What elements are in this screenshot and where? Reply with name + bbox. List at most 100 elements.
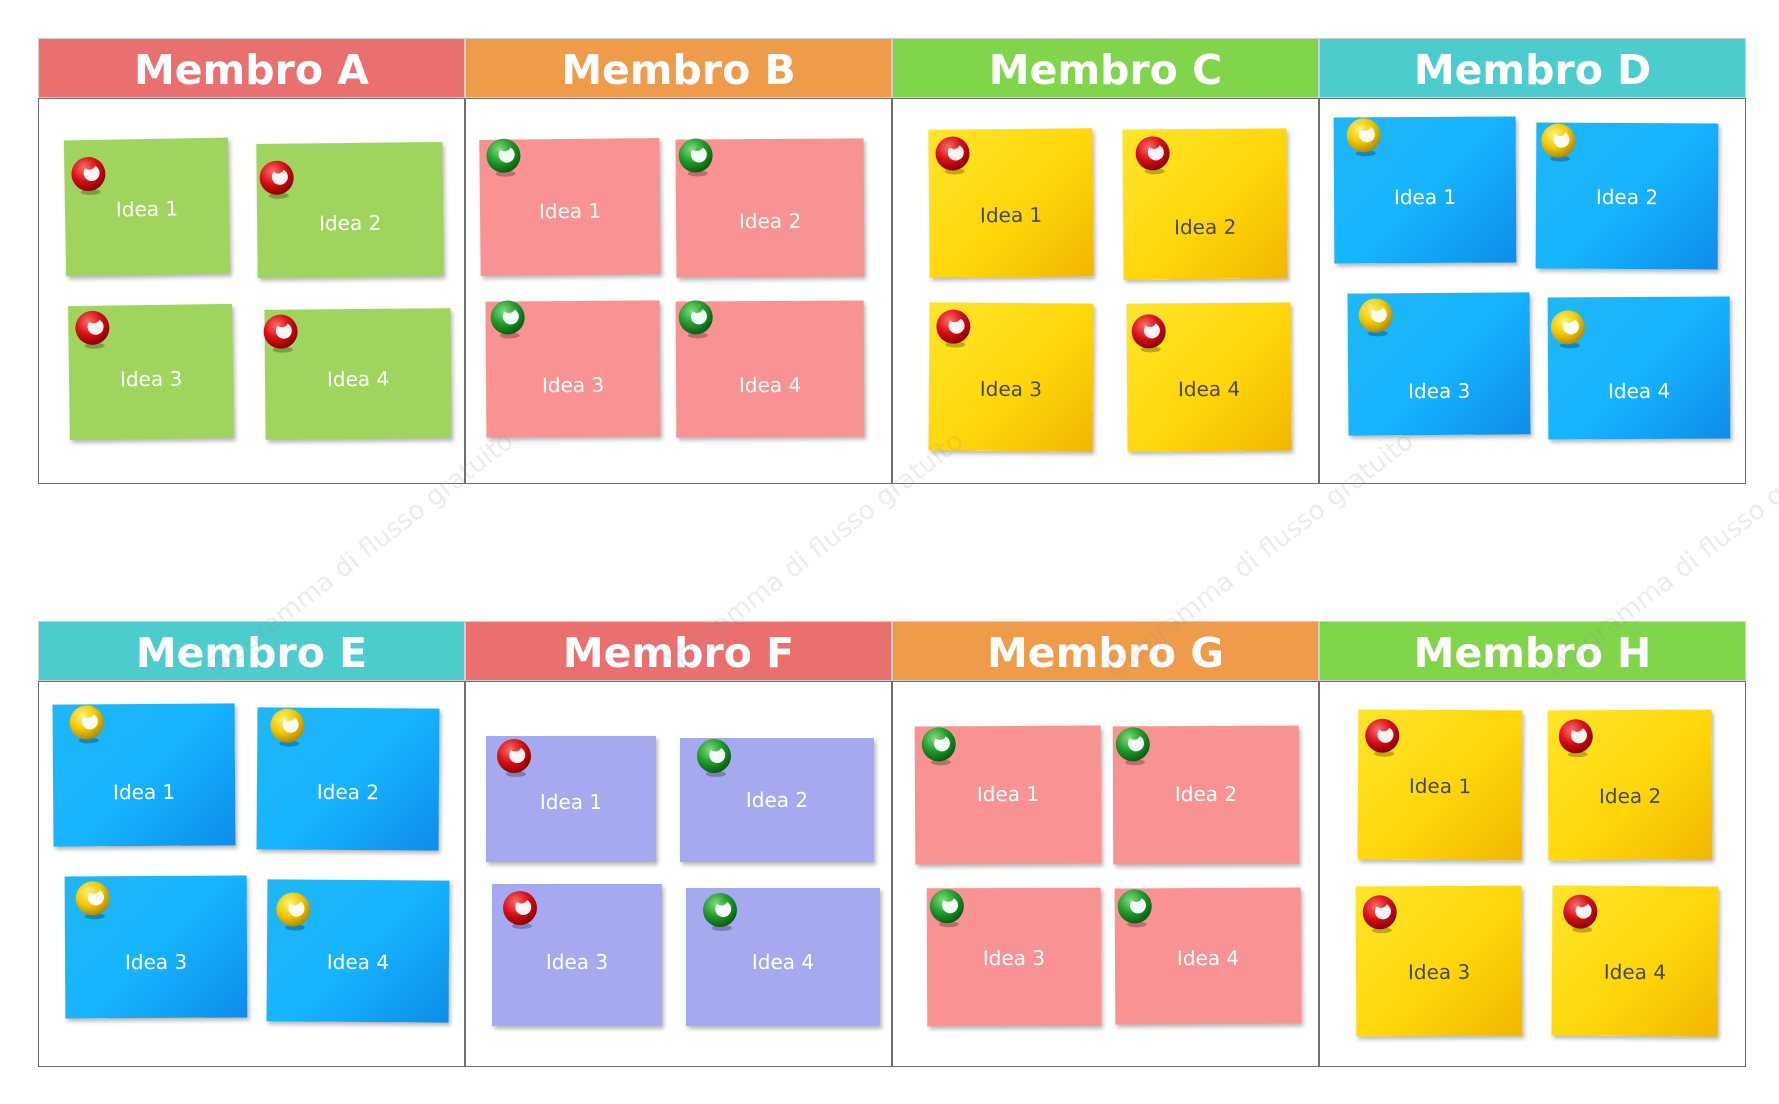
sticky-note[interactable]: Idea 2 <box>1112 725 1300 865</box>
column-membro-d: Membro D Idea 1 Idea 2 Idea 3 Idea 4 <box>1319 38 1746 484</box>
pushpin-icon <box>483 135 527 179</box>
pushpin-icon <box>927 886 971 930</box>
note-label: Idea 3 <box>1407 959 1471 985</box>
pushpin-icon <box>694 736 738 780</box>
sticky-note[interactable]: Idea 1 <box>486 736 656 862</box>
sticky-note[interactable]: Idea 4 <box>686 888 880 1026</box>
sticky-note[interactable]: Idea 3 <box>64 875 248 1019</box>
note-label: Idea 2 <box>316 779 380 805</box>
sticky-note[interactable]: Idea 2 <box>256 142 444 278</box>
note-label: Idea 2 <box>1174 781 1238 807</box>
note-label: Idea 2 <box>1173 214 1237 240</box>
column-header[interactable]: Membro B <box>465 38 892 98</box>
pushpin-icon <box>933 306 977 350</box>
column-body: Idea 1 Idea 2 Idea 3 Idea 4 <box>1319 98 1746 484</box>
column-header[interactable]: Membro A <box>38 38 465 98</box>
column-body: Idea 1 Idea 2 Idea 3 Idea 4 <box>38 98 465 484</box>
note-label: Idea 1 <box>976 781 1040 807</box>
column-header[interactable]: Membro F <box>465 621 892 681</box>
sticky-note[interactable]: Idea 3 <box>1355 885 1523 1037</box>
pushpin-icon <box>68 154 113 199</box>
column-body: Idea 1 Idea 2 Idea 3 Idea 4 <box>465 98 892 484</box>
sticky-note[interactable]: Idea 1 <box>1357 709 1523 861</box>
note-label: Idea 4 <box>738 372 802 398</box>
column-body: Idea 1 Idea 2 Idea 3 Idea 4 <box>465 681 892 1067</box>
sticky-note[interactable]: Idea 3 <box>68 303 234 441</box>
pushpin-icon <box>66 702 110 746</box>
sticky-note[interactable]: Idea 2 <box>1547 709 1713 861</box>
note-label: Idea 4 <box>1176 945 1240 971</box>
sticky-note[interactable]: Idea 2 <box>1535 121 1719 270</box>
pushpin-icon <box>72 307 117 352</box>
column-body: Idea 1 Idea 2 Idea 3 Idea 4 <box>38 681 465 1067</box>
pushpin-icon <box>919 724 963 768</box>
sticky-note[interactable]: Idea 4 <box>263 308 452 440</box>
sticky-note[interactable]: Idea 1 <box>914 724 1102 865</box>
sticky-note[interactable]: Idea 2 <box>680 738 874 862</box>
pushpin-icon <box>1360 892 1404 936</box>
pushpin-icon <box>256 158 300 202</box>
sticky-note[interactable]: Idea 1 <box>52 702 236 847</box>
pushpin-icon <box>273 889 317 933</box>
pushpin-icon <box>267 705 311 749</box>
note-label: Idea 3 <box>1407 378 1471 404</box>
sticky-note[interactable]: Idea 4 <box>1114 887 1302 1025</box>
pushpin-icon <box>73 878 117 922</box>
sticky-note[interactable]: Idea 3 <box>492 884 662 1026</box>
note-label: Idea 2 <box>1595 184 1659 210</box>
pushpin-icon <box>1344 115 1388 159</box>
note-label: Idea 1 <box>538 198 602 224</box>
column-body: Idea 1 Idea 2 Idea 3 Idea 4 <box>892 681 1319 1067</box>
column-header[interactable]: Membro G <box>892 621 1319 681</box>
sticky-note[interactable]: Idea 1 <box>63 137 231 277</box>
column-membro-h: Membro H Idea 1 Idea 2 Idea 3 Idea 4 <box>1319 621 1746 1067</box>
sticky-note[interactable]: Idea 1 <box>1333 115 1517 264</box>
note-label: Idea 1 <box>979 202 1043 228</box>
sticky-note[interactable]: Idea 2 <box>675 138 865 278</box>
note-label: Idea 3 <box>124 949 188 975</box>
column-membro-b: Membro B Idea 1 Idea 2 Idea 3 Idea 4 <box>465 38 892 484</box>
column-body: Idea 1 Idea 2 Idea 3 Idea 4 <box>892 98 1319 484</box>
pushpin-icon <box>487 297 531 341</box>
pushpin-icon <box>494 736 538 780</box>
note-label: Idea 1 <box>1393 184 1457 210</box>
sticky-note[interactable]: Idea 1 <box>479 135 661 276</box>
note-label: Idea 4 <box>326 949 390 975</box>
pushpin-icon <box>1538 121 1582 165</box>
column-header[interactable]: Membro H <box>1319 621 1746 681</box>
column-membro-e: Membro E Idea 1 Idea 2 Idea 3 Idea 4 <box>38 621 465 1067</box>
column-header[interactable]: Membro E <box>38 621 465 681</box>
sticky-note[interactable]: Idea 2 <box>256 705 440 851</box>
sticky-note[interactable]: Idea 4 <box>1551 885 1719 1037</box>
sticky-note[interactable]: Idea 4 <box>1547 296 1731 440</box>
note-label: Idea 2 <box>1598 783 1662 809</box>
sticky-note[interactable]: Idea 3 <box>926 886 1102 1027</box>
note-label: Idea 3 <box>979 376 1043 402</box>
note-label: Idea 4 <box>326 366 390 392</box>
sticky-note[interactable]: Idea 3 <box>1347 292 1531 436</box>
note-label: Idea 4 <box>1607 378 1671 404</box>
sticky-note[interactable]: Idea 3 <box>928 302 1094 452</box>
pushpin-icon <box>1548 307 1592 351</box>
column-membro-f: Membro F Idea 1 Idea 2 Idea 3 Idea 4 <box>465 621 892 1067</box>
note-label: Idea 4 <box>1603 959 1667 985</box>
pushpin-icon <box>1129 311 1173 355</box>
note-label: Idea 1 <box>539 790 603 814</box>
pushpin-icon <box>1362 716 1406 760</box>
sticky-note[interactable]: Idea 4 <box>266 879 450 1023</box>
note-label: Idea 3 <box>982 945 1046 971</box>
pushpin-icon <box>1560 891 1604 935</box>
pushpin-icon <box>1356 295 1400 339</box>
sticky-note[interactable]: Idea 4 <box>1126 302 1292 452</box>
column-header[interactable]: Membro D <box>1319 38 1746 98</box>
pushpin-icon <box>260 311 304 355</box>
note-label: Idea 4 <box>751 950 815 974</box>
column-membro-c: Membro C Idea 1 Idea 2 Idea 3 Idea 4 <box>892 38 1319 484</box>
sticky-note[interactable]: Idea 3 <box>485 297 661 438</box>
sticky-note[interactable]: Idea 1 <box>928 128 1094 278</box>
pushpin-icon <box>500 888 544 932</box>
sticky-note[interactable]: Idea 2 <box>1122 128 1288 280</box>
pushpin-icon <box>700 890 744 934</box>
column-header[interactable]: Membro C <box>892 38 1319 98</box>
sticky-note[interactable]: Idea 4 <box>675 300 865 438</box>
